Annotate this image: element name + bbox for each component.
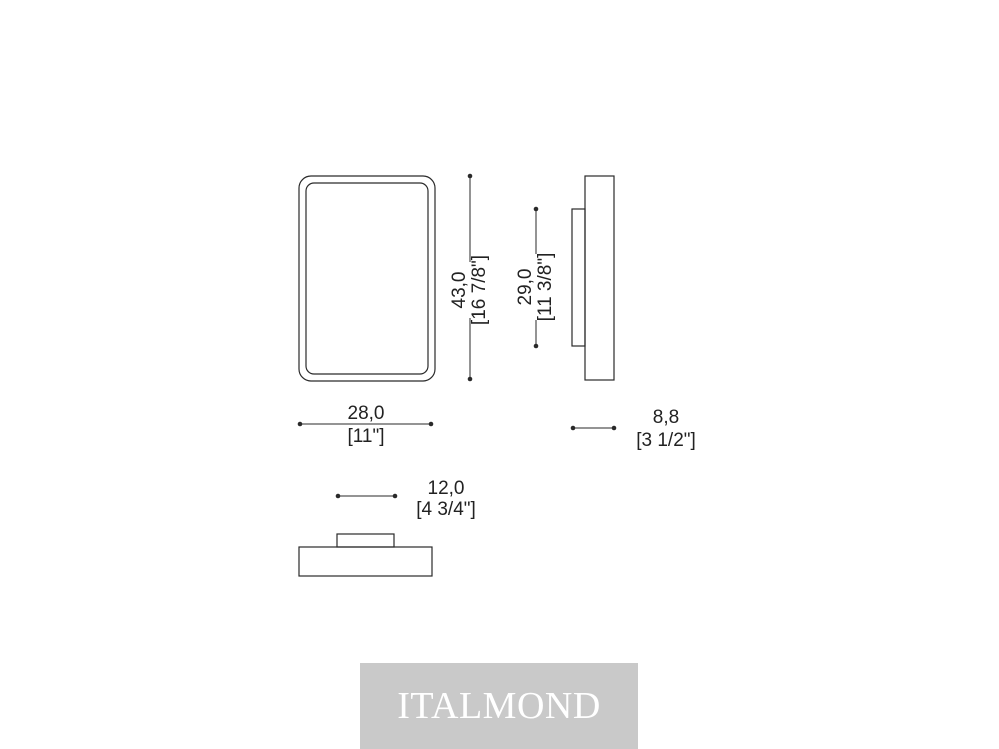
brand-name: ITALMOND [397, 685, 601, 727]
front-view [298, 175, 436, 382]
dimension-endpoint [428, 421, 434, 427]
dimension-imperial: [3 1/2"] [636, 430, 696, 451]
front-view-inner [305, 182, 429, 375]
brand-logo: ITALMOND [360, 663, 638, 749]
dimension-imperial: [16 7/8"] [469, 255, 490, 325]
dimension-endpoint [392, 493, 398, 499]
dimension-inset: 12,0 [4 3/4"] [335, 478, 476, 520]
front-view-outer [298, 175, 436, 382]
side-view-body [584, 175, 615, 381]
dimension-endpoint [533, 343, 539, 349]
dimension-metric: 28,0 [348, 403, 385, 424]
dimension-imperial: [4 3/4"] [416, 499, 476, 520]
dimension-depth: 8,8 [3 1/2"] [570, 407, 696, 451]
dimension-imperial: [11 3/8"] [535, 253, 556, 322]
dimension-height-inner: 29,0 [11 3/8"] [515, 206, 556, 349]
dimension-endpoint [533, 206, 539, 212]
dimension-endpoint [335, 493, 341, 499]
top-view-mount [336, 533, 395, 548]
dimension-metric: 8,8 [653, 407, 679, 428]
dimension-metric: 29,0 [515, 269, 536, 306]
side-view-mount [571, 208, 586, 347]
dimension-metric: 12,0 [428, 478, 465, 499]
dimension-endpoint [611, 425, 617, 431]
dimension-endpoint [570, 425, 576, 431]
dimension-endpoint [467, 376, 473, 382]
dimension-endpoint [467, 173, 473, 179]
top-view [298, 533, 433, 577]
top-view-body [298, 546, 433, 577]
dimension-height-front: 43,0 [16 7/8"] [449, 173, 490, 382]
side-view [571, 175, 615, 381]
dimension-width: 28,0 [11"] [297, 403, 434, 447]
dimension-metric: 43,0 [449, 272, 470, 309]
dimension-endpoint [297, 421, 303, 427]
dimension-imperial: [11"] [347, 426, 384, 447]
